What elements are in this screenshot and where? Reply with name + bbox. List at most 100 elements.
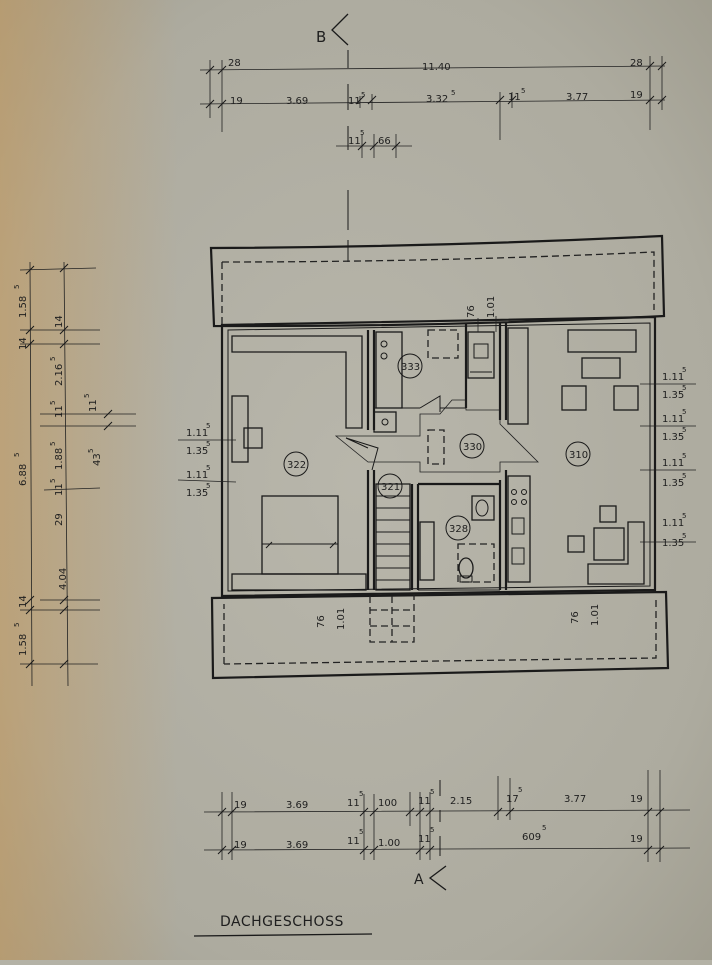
dim-top-right-28: 28 [630, 58, 643, 69]
dim-top-row2-d-sup: 5 [451, 89, 455, 97]
bottom-row1-a: 19 [234, 800, 247, 811]
bottom-row1-e: 11 [418, 796, 431, 807]
dim-top-row2-e: 11 [508, 92, 521, 103]
window-bottom-right-101: 1.01 [590, 604, 601, 626]
left-outer-0: 1.58 [18, 296, 29, 318]
room-333-tag: 333 [397, 353, 423, 379]
right-dim-0-top: 1.11 [662, 372, 684, 383]
left-outer-sup-0: 5 [13, 285, 21, 289]
top-balcony [209, 234, 666, 328]
left-inner-sup-2: 5 [49, 401, 57, 405]
dim-top-row2-e-sup: 5 [521, 87, 525, 95]
left-outer-3: 14 [18, 595, 29, 608]
right-dim-1-bottom: 1.35 [662, 432, 684, 443]
left-inner-0: 14 [54, 315, 65, 328]
dim-top-row3-b: 66 [378, 136, 391, 147]
room-321-number: 321 [381, 482, 400, 493]
right-dim-1-top-sup: 5 [682, 408, 686, 416]
bottom-row1-g: 17 [506, 794, 519, 805]
left-window-0-top: 1.11 [186, 428, 208, 439]
left-window-1-bottom-sup: 5 [206, 482, 210, 490]
left-window-1-top: 1.11 [186, 470, 208, 481]
dim-top-row2-d: 3.32 [426, 94, 448, 105]
bottom-row1-e-sup: 5 [430, 788, 434, 796]
section-b-marker: B [316, 13, 349, 46]
window-top-76: 76 [466, 305, 477, 318]
bottom-row2-e: 11 [418, 834, 431, 845]
dim-top-row2-f: 3.77 [566, 92, 588, 103]
left-inner-5: 29 [54, 513, 65, 526]
left-inner-2: 11 [54, 405, 65, 418]
left-window-0-bottom-sup: 5 [206, 440, 210, 448]
top-dimension-chain: 28 11.40 28 19 3.69 11 5 3.32 5 11 5 3.7… [199, 56, 667, 158]
room-322-furniture [231, 335, 379, 591]
section-b-arrow-icon [331, 13, 349, 46]
room-310-number: 310 [569, 450, 588, 461]
left-inner-sup-3: 5 [49, 442, 57, 446]
dim-top-row2-a: 19 [230, 96, 243, 107]
bottom-row2-b: 3.69 [286, 840, 308, 851]
left-outer-4: 1.58 [18, 634, 29, 656]
left-inner-sup-4: 5 [49, 479, 57, 483]
room-328-tag: 328 [445, 515, 471, 541]
right-dim-2-bottom-sup: 5 [682, 472, 686, 480]
left-dimension-chain: 1.58 5 14 6.88 5 14 1.58 5 14 2.16 5 11 … [13, 261, 237, 687]
room-310-tag: 310 [565, 441, 591, 467]
right-dimension-chain: 1.11 5 1.35 5 1.11 5 1.35 5 1.11 5 1.35 … [640, 366, 696, 549]
right-dim-3-bottom-sup: 5 [682, 532, 686, 540]
left-small-0: 11 [88, 399, 99, 412]
left-inner-4: 11 [54, 483, 65, 496]
window-bottom-left-76: 76 [316, 615, 327, 628]
dim-top-overall: 11.40 [422, 62, 451, 73]
bottom-dimension-chain: 19 3.69 11 5 100 11 5 2.15 17 5 3.77 19 … [203, 770, 691, 862]
exterior-walls [220, 315, 657, 598]
left-outer-sup-4: 5 [13, 623, 21, 627]
window-top-101: 1.01 [486, 296, 497, 318]
bottom-row1-d: 100 [378, 798, 397, 809]
bottom-balcony [210, 590, 670, 680]
room-333-number: 333 [401, 362, 420, 373]
right-dim-2-top-sup: 5 [682, 452, 686, 460]
right-dim-0-top-sup: 5 [682, 366, 686, 374]
dim-top-row3-a-sup: 5 [360, 129, 364, 137]
right-dim-0-bottom: 1.35 [662, 390, 684, 401]
bottom-row1-c: 11 [347, 798, 360, 809]
right-dim-3-top-sup: 5 [682, 512, 686, 520]
left-small-sup-0: 5 [83, 394, 91, 398]
left-window-1-bottom: 1.35 [186, 488, 208, 499]
room-labels: 322 333 330 310 321 328 [283, 353, 591, 541]
drawing-title: DACHGESCHOSS [220, 914, 344, 930]
bottom-row2-d: 1.00 [378, 838, 400, 849]
window-bottom-left-101: 1.01 [336, 608, 347, 630]
left-inner-sup-1: 5 [49, 357, 57, 361]
section-a-label: A [414, 872, 424, 888]
title-underline [193, 933, 373, 937]
bottom-row2-e-sup: 5 [430, 826, 434, 834]
left-small-sup-1: 5 [87, 449, 95, 453]
left-small-1: 43 [92, 453, 103, 466]
dim-top-row3-a: 11 [348, 136, 361, 147]
bottom-row2-a: 19 [234, 840, 247, 851]
left-inner-1: 2.16 [54, 364, 65, 386]
section-a-marker: A [414, 780, 447, 891]
left-window-0-top-sup: 5 [206, 422, 210, 430]
dim-top-row2-c-sup: 5 [361, 91, 365, 99]
room-330-hall [334, 399, 539, 473]
bottom-row1-f: 2.15 [450, 796, 472, 807]
left-inner-3: 1.88 [54, 448, 65, 470]
room-321-tag: 321 [377, 473, 403, 499]
bottom-row1-b: 3.69 [286, 800, 308, 811]
bottom-row2-g: 19 [630, 834, 643, 845]
bottom-row1-g-sup: 5 [518, 786, 522, 794]
room-328-fixtures [419, 495, 495, 583]
window-bottom-right-76: 76 [570, 611, 581, 624]
left-inner-6: 4.04 [58, 568, 69, 590]
right-dim-0-bottom-sup: 5 [682, 384, 686, 392]
left-outer-2: 6.88 [18, 464, 29, 486]
right-dim-2-top: 1.11 [662, 458, 684, 469]
dim-top-left-28: 28 [228, 58, 241, 69]
room-333-fixtures [373, 329, 495, 433]
bottom-row2-c-sup: 5 [359, 828, 363, 836]
staircase [369, 483, 415, 643]
right-dim-1-top: 1.11 [662, 414, 684, 425]
